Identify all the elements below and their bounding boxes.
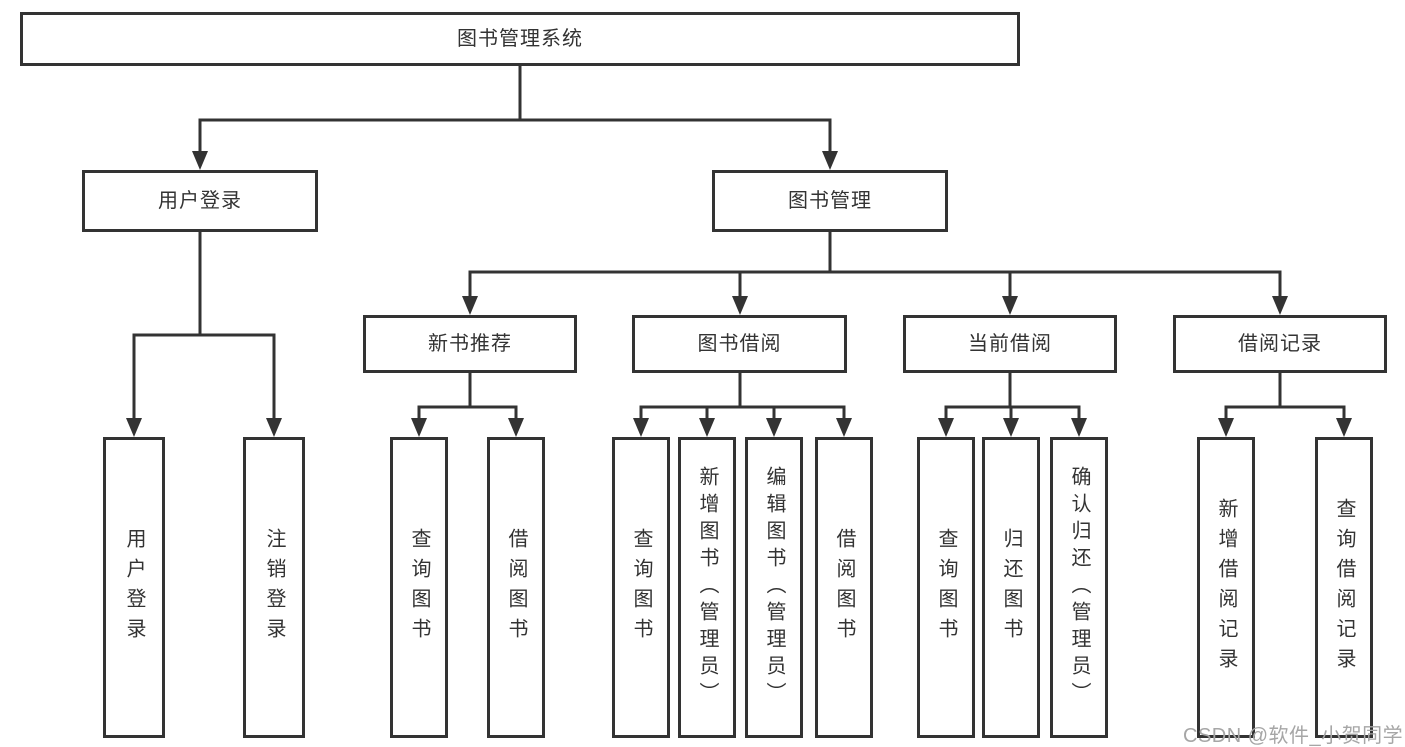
leaf-borrow-books-2-label: 借阅图书 xyxy=(833,527,855,648)
leaf-edit-book-admin-label: 编辑图书（管理员） xyxy=(763,466,785,709)
leaf-query-borrow-record: 查询借阅记录 xyxy=(1315,437,1373,738)
node-new-book-recommend-label: 新书推荐 xyxy=(428,333,512,355)
leaf-borrow-books-recommend-label: 借阅图书 xyxy=(505,527,527,648)
node-user-login-label: 用户登录 xyxy=(158,190,242,212)
node-root-label: 图书管理系统 xyxy=(457,28,583,50)
leaf-edit-book-admin: 编辑图书（管理员） xyxy=(745,437,803,738)
node-user-login: 用户登录 xyxy=(82,170,318,232)
leaf-add-book-admin: 新增图书（管理员） xyxy=(678,437,736,738)
node-book-borrow: 图书借阅 xyxy=(632,315,847,373)
leaf-return-book: 归还图书 xyxy=(982,437,1040,738)
leaf-confirm-return-admin-label: 确认归还（管理员） xyxy=(1068,466,1090,709)
leaf-return-book-label: 归还图书 xyxy=(1000,527,1022,648)
watermark: CSDN @软件_小贺同学 xyxy=(1183,725,1404,747)
leaf-borrow-books-2: 借阅图书 xyxy=(815,437,873,738)
leaf-user-login: 用户登录 xyxy=(103,437,165,738)
node-current-borrow-label: 当前借阅 xyxy=(968,333,1052,355)
leaf-query-books-recommend-label: 查询图书 xyxy=(408,527,430,648)
leaf-query-borrow-record-label: 查询借阅记录 xyxy=(1333,497,1355,678)
leaf-add-book-admin-label: 新增图书（管理员） xyxy=(696,466,718,709)
leaf-query-books-borrow: 查询图书 xyxy=(612,437,670,738)
node-book-management: 图书管理 xyxy=(712,170,948,232)
leaf-borrow-books-recommend: 借阅图书 xyxy=(487,437,545,738)
leaf-confirm-return-admin: 确认归还（管理员） xyxy=(1050,437,1108,738)
node-book-borrow-label: 图书借阅 xyxy=(697,333,782,355)
node-new-book-recommend: 新书推荐 xyxy=(363,315,577,373)
leaf-logout: 注销登录 xyxy=(243,437,305,738)
node-root: 图书管理系统 xyxy=(20,12,1020,66)
node-borrow-records-label: 借阅记录 xyxy=(1238,333,1322,355)
leaf-query-books-current: 查询图书 xyxy=(917,437,975,738)
node-borrow-records: 借阅记录 xyxy=(1173,315,1387,373)
leaf-query-books-borrow-label: 查询图书 xyxy=(630,527,652,648)
leaf-query-books-current-label: 查询图书 xyxy=(935,527,957,648)
leaf-add-borrow-record: 新增借阅记录 xyxy=(1197,437,1255,738)
node-book-management-label: 图书管理 xyxy=(788,190,872,212)
leaf-logout-label: 注销登录 xyxy=(263,527,285,648)
leaf-add-borrow-record-label: 新增借阅记录 xyxy=(1215,497,1237,678)
leaf-user-login-label: 用户登录 xyxy=(123,527,145,648)
leaf-query-books-recommend: 查询图书 xyxy=(390,437,448,738)
node-current-borrow: 当前借阅 xyxy=(903,315,1117,373)
